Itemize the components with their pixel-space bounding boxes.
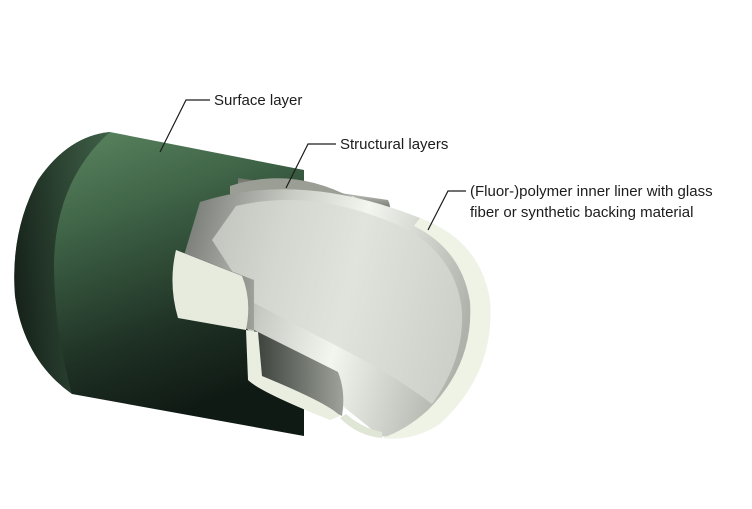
inner-liner-label-line1: (Fluor-)polymer inner liner with glass [470, 181, 713, 202]
inner-liner-label-line2: fiber or synthetic backing material [470, 202, 713, 223]
structural-layers-label: Structural layers [340, 134, 448, 155]
surface-layer-label: Surface layer [214, 90, 302, 111]
inner-liner-label: (Fluor-)polymer inner liner with glass f… [470, 181, 713, 223]
